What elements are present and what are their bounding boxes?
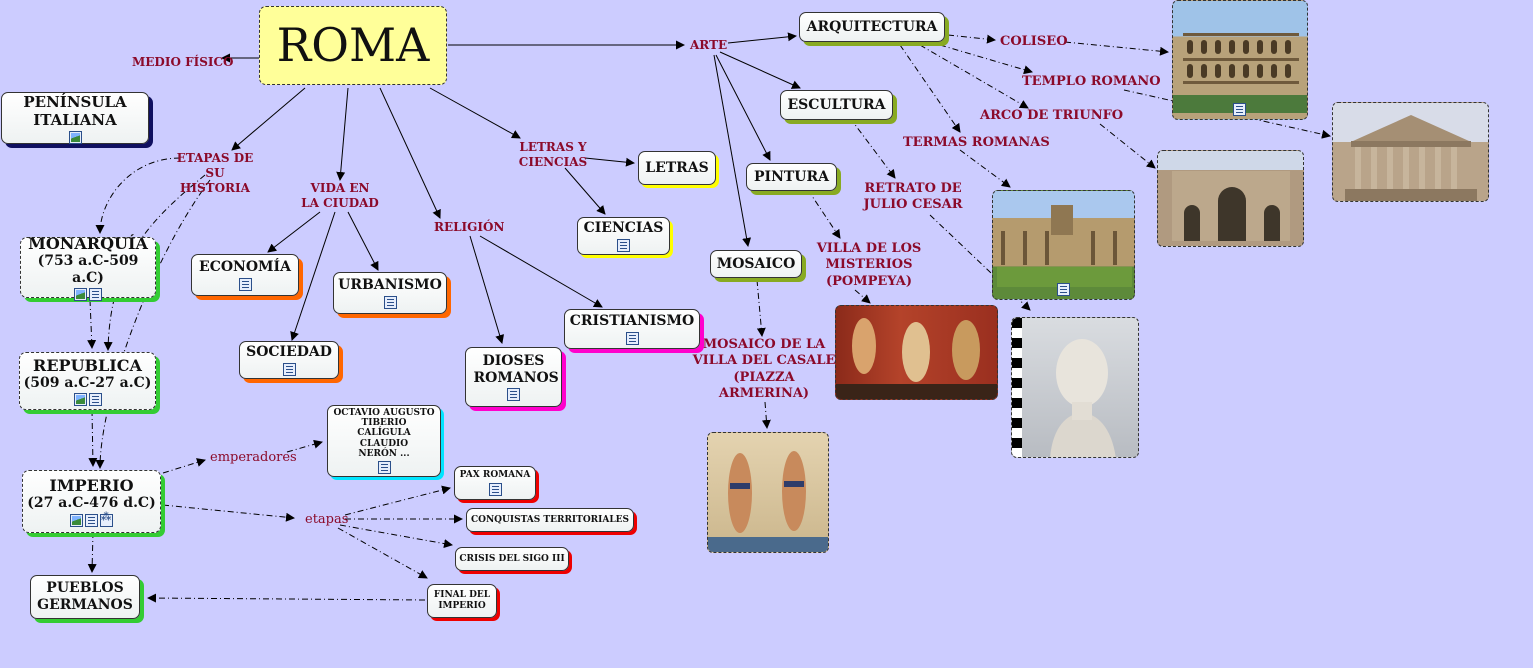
document-icon[interactable] (1056, 283, 1070, 296)
retrato-julio-cesar-image[interactable] (1011, 317, 1139, 458)
label-emperadores: emperadores (210, 450, 297, 465)
label-letras-ciencias: LETRAS Y CIENCIAS (518, 140, 588, 169)
cristianismo-label: CRISTIANISMO (569, 313, 695, 330)
label-vida-ciudad: VIDA EN LA CIUDAD (301, 181, 379, 210)
economia-label: ECONOMÍA (199, 259, 291, 276)
node-conquistas[interactable]: CONQUISTAS TERRITORIALES (466, 508, 634, 532)
emperador-2: TIBERIO (361, 417, 407, 428)
document-icon[interactable] (377, 461, 391, 475)
node-peninsula-italiana[interactable]: PENÍNSULA ITALIANA (1, 92, 149, 144)
imperio-label: IMPERIO (49, 476, 134, 495)
imperio-dates: (27 a.C-476 d.C) (27, 495, 156, 512)
label-coliseo: COLISEO (1000, 34, 1068, 49)
urbanismo-label: URBANISMO (338, 277, 442, 294)
mosaic-figures (708, 451, 828, 552)
arco-shape (1172, 171, 1290, 241)
document-icon[interactable] (507, 388, 520, 402)
node-mosaico[interactable]: MOSAICO (710, 250, 802, 278)
pax-label: PAX ROMANA (459, 470, 531, 481)
document-icon[interactable] (1233, 103, 1246, 116)
final-label: FINAL DEL IMPERIO (433, 590, 491, 611)
mosaico-label: MOSAICO (716, 255, 796, 272)
conquistas-label: CONQUISTAS TERRITORIALES (470, 514, 630, 525)
image-icon[interactable] (68, 130, 82, 144)
label-templo-romano: TEMPLO ROMANO (1022, 74, 1161, 89)
monarquia-label: MONARQUÍA (28, 233, 148, 253)
fresco-figures (836, 318, 997, 399)
document-icon[interactable] (88, 393, 102, 407)
termas-romanas-image[interactable] (992, 190, 1135, 300)
node-economia[interactable]: ECONOMÍA (191, 254, 299, 296)
node-pueblos-germanos[interactable]: PUEBLOS GERMANOS (30, 575, 140, 619)
coliseo-arches (1173, 33, 1307, 113)
label-arco-triunfo: ARCO DE TRIUNFO (980, 108, 1124, 123)
templo-romano-image[interactable] (1332, 102, 1489, 202)
node-imperio[interactable]: IMPERIO (27 a.C-476 d.C) (22, 470, 161, 533)
tree-map-icon[interactable] (100, 512, 113, 527)
label-etapas: etapas (305, 512, 349, 527)
document-icon[interactable] (85, 513, 98, 527)
ciencias-label: CIENCIAS (583, 220, 664, 237)
node-letras[interactable]: LETRAS (638, 151, 716, 185)
central-topic-roma[interactable]: ROMA (259, 6, 447, 85)
peninsula-label: PENÍNSULA ITALIANA (23, 92, 127, 129)
document-icon[interactable] (238, 277, 252, 291)
crisis-label: CRISIS DEL SIGO III (459, 553, 565, 564)
emperador-4: CLAUDIO (359, 438, 409, 449)
node-arquitectura[interactable]: ARQUITECTURA (799, 12, 945, 42)
node-pax-romana[interactable]: PAX ROMANA (454, 466, 536, 500)
emperador-1: OCTAVIO AUGUSTO (333, 407, 435, 418)
coliseo-image[interactable] (1172, 0, 1308, 120)
monarquia-dates: (753 a.C-509 a.C) (37, 252, 139, 286)
node-dioses-romanos[interactable]: DIOSES ROMANOS (465, 347, 562, 407)
emperador-3: CALÍGULA (357, 428, 411, 439)
mosaico-casale-image[interactable] (707, 432, 829, 553)
node-ciencias[interactable]: CIENCIAS (577, 217, 670, 255)
label-villa-misterios: VILLA DE LOS MISTERIOS (POMPEYA) (816, 241, 922, 289)
pintura-label: PINTURA (754, 168, 829, 185)
document-icon[interactable] (383, 295, 397, 309)
letras-label: LETRAS (645, 159, 709, 176)
republica-dates: (509 a.C-27 a.C) (23, 374, 152, 391)
bust-shape (1050, 339, 1116, 457)
node-escultura[interactable]: ESCULTURA (780, 90, 893, 120)
arco-triunfo-image[interactable] (1157, 150, 1304, 247)
central-title: ROMA (276, 17, 430, 72)
document-icon[interactable] (282, 362, 296, 376)
document-icon[interactable] (89, 288, 102, 302)
arquitectura-label: ARQUITECTURA (806, 18, 938, 35)
templo-columns (1345, 115, 1477, 201)
document-icon[interactable] (625, 331, 639, 345)
document-icon[interactable] (617, 238, 630, 252)
image-icon[interactable] (70, 513, 83, 527)
label-medio-fisico: MEDIO FÍSICO (132, 55, 234, 69)
emperador-5: NERÓN ... (358, 449, 410, 460)
termas-scene (997, 205, 1132, 287)
image-icon[interactable] (73, 393, 87, 407)
sociedad-label: SOCIEDAD (246, 344, 332, 361)
document-icon[interactable] (488, 482, 502, 496)
node-cristianismo[interactable]: CRISTIANISMO (564, 309, 700, 349)
villa-misterios-image[interactable] (835, 305, 998, 400)
node-monarquia[interactable]: MONARQUÍA (753 a.C-509 a.C) (20, 233, 156, 302)
escultura-label: ESCULTURA (787, 96, 886, 113)
node-final-imperio[interactable]: FINAL DEL IMPERIO (427, 584, 497, 618)
node-sociedad[interactable]: SOCIEDAD (239, 341, 339, 379)
node-urbanismo[interactable]: URBANISMO (333, 272, 447, 314)
republica-label: REPUBLICA (33, 355, 142, 375)
dioses-label: DIOSES ROMANOS (473, 352, 559, 386)
node-republica[interactable]: REPUBLICA (509 a.C-27 a.C) (19, 352, 156, 410)
label-termas: TERMAS ROMANAS (903, 135, 1050, 150)
label-religion: RELIGIÓN (434, 220, 505, 234)
node-pintura[interactable]: PINTURA (746, 163, 837, 191)
pueblos-label: PUEBLOS GERMANOS (37, 580, 133, 613)
node-emperadores-list[interactable]: OCTAVIO AUGUSTO TIBERIO CALÍGULA CLAUDIO… (327, 405, 441, 477)
label-retrato: RETRATO DE JULIO CESAR (863, 181, 963, 213)
label-mosaico-villa: MOSAICO DE LA VILLA DEL CASALE (PIAZZA A… (692, 337, 836, 401)
label-etapas-historia: ETAPAS DE SU HISTORIA (176, 151, 254, 195)
image-icon[interactable] (74, 288, 87, 302)
node-crisis[interactable]: CRISIS DEL SIGO III (455, 547, 569, 571)
label-arte: ARTE (690, 38, 728, 52)
